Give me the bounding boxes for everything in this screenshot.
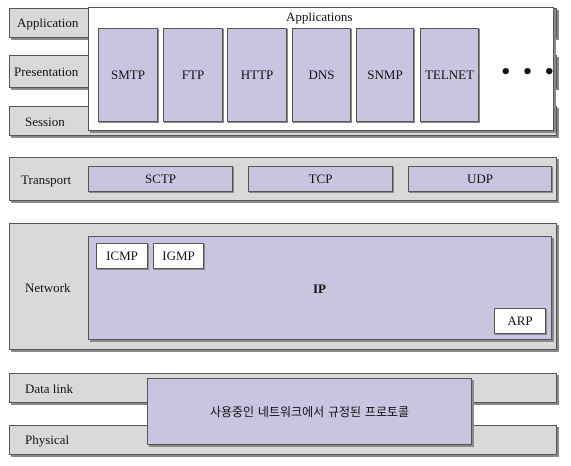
protocol-sctp: SCTP [88, 166, 233, 192]
network-layer-label: Network [25, 280, 71, 295]
transport-layer-label: Transport [21, 172, 72, 187]
protocol-icmp: ICMP [96, 243, 148, 269]
applications-title: Applications [286, 9, 353, 24]
session-layer-label: Session [25, 114, 65, 129]
protocol-snmp: SNMP [356, 28, 414, 122]
more-protocols-ellipsis: • • • [500, 62, 558, 83]
protocol-smtp: SMTP [98, 28, 158, 122]
protocol-telnet: TELNET [420, 28, 479, 122]
protocol-tcp: TCP [248, 166, 393, 192]
application-layer-label: Application [17, 15, 79, 30]
protocol-ip-label: IP [313, 281, 326, 296]
protocol-arp: ARP [494, 308, 546, 334]
physical-layer-label: Physical [25, 432, 70, 447]
protocol-udp: UDP [408, 166, 552, 192]
underlying-network-protocols: 사용중인 네트워크에서 규정된 프로토콜 [147, 378, 472, 445]
presentation-layer-label: Presentation [14, 64, 79, 79]
underlying-network-protocols-label: 사용중인 네트워크에서 규정된 프로토콜 [209, 405, 410, 419]
protocol-ftp: FTP [163, 28, 223, 122]
protocol-igmp: IGMP [153, 243, 204, 269]
protocol-dns: DNS [292, 28, 351, 122]
data-link-layer-label: Data link [25, 381, 74, 396]
protocol-http: HTTP [227, 28, 287, 122]
